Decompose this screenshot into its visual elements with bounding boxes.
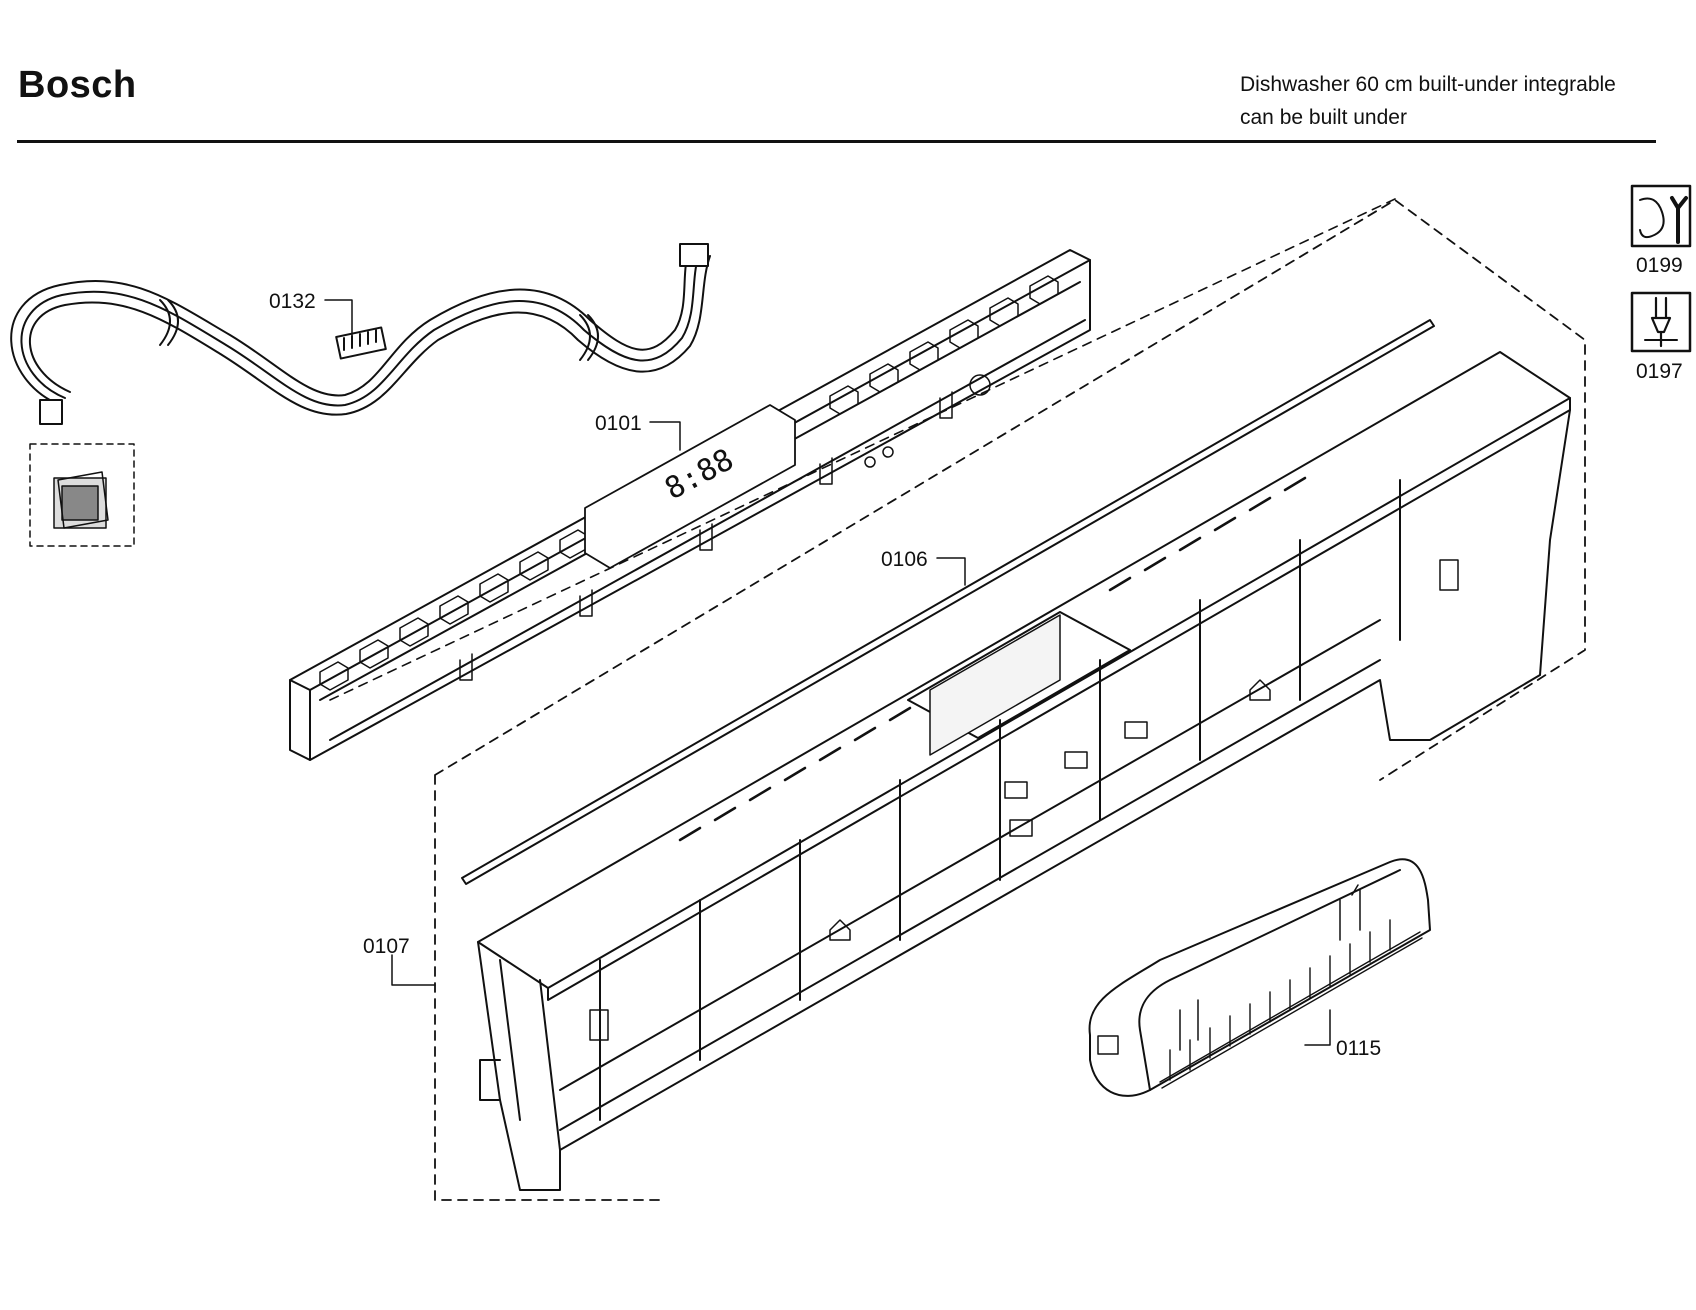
screwdriver-tool-icon: [1630, 291, 1692, 353]
control-panel-housing[interactable]: [477, 351, 1571, 1191]
callout-0115: 0115: [1336, 1037, 1381, 1060]
tool-label-0197: 0197: [1636, 360, 1683, 383]
wiring-harness[interactable]: [10, 243, 711, 425]
callout-0106: 0106: [881, 548, 928, 571]
header-divider: [17, 140, 1656, 143]
connector-inset: [29, 443, 135, 547]
callout-0101: 0101: [595, 412, 642, 435]
trim-strip[interactable]: [461, 319, 1435, 885]
description-line-2: can be built under: [1240, 106, 1407, 129]
dispenser-cover[interactable]: [1088, 858, 1431, 1097]
wrench-tool-icon: [1630, 184, 1692, 248]
callout-0107: 0107: [363, 935, 410, 958]
boundary-dashes: [329, 198, 1396, 701]
product-description: Dishwasher 60 cm built-under integrable …: [1240, 68, 1616, 134]
assembly-boundary: [434, 199, 1586, 1201]
description-line-1: Dishwasher 60 cm built-under integrable: [1240, 73, 1616, 96]
leader-lines: [324, 299, 1331, 1046]
control-module[interactable]: 8:88: [289, 249, 1091, 761]
brand-title: Bosch: [18, 64, 137, 106]
tool-label-0199: 0199: [1636, 254, 1683, 277]
callout-0132: 0132: [269, 290, 316, 313]
